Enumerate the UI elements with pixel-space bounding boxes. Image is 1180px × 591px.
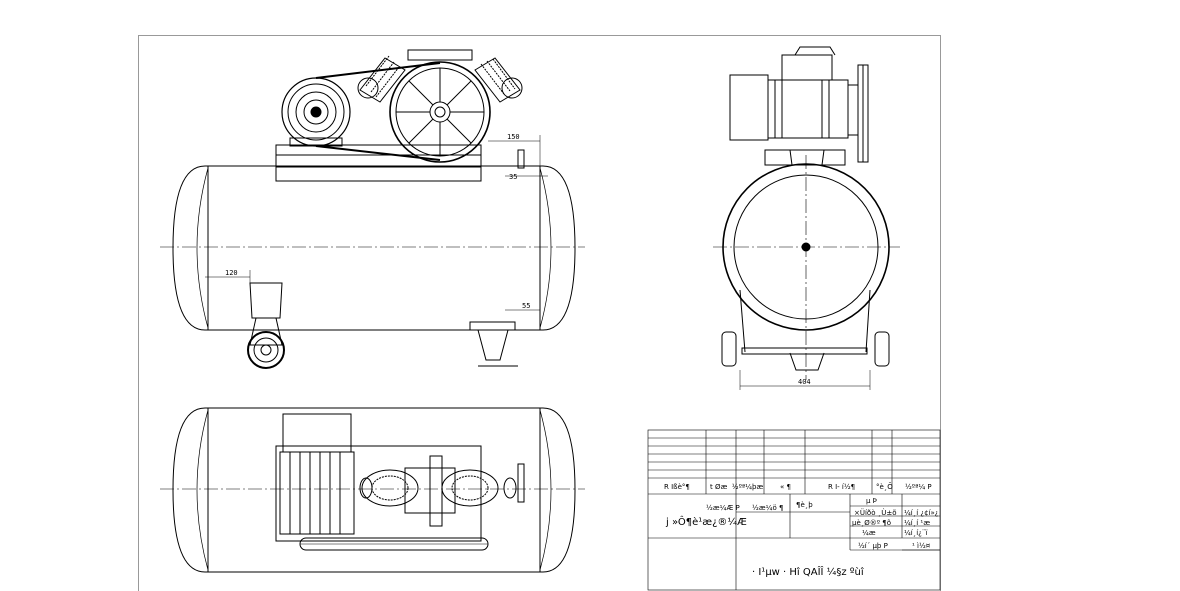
tb-r1c4: R I- í½¶ — [828, 483, 855, 491]
compressor-heads — [357, 49, 523, 103]
tb-r1c3: « ¶ — [780, 483, 791, 491]
motor-front — [281, 77, 351, 147]
dim-150: 150 — [507, 133, 520, 141]
tb-r1c6: ½ºª¼ P — [905, 483, 932, 491]
dim-35: 35 — [509, 173, 517, 181]
wheel-front — [247, 282, 285, 369]
front-dimensions — [205, 135, 548, 311]
tb-creator: ½æ¼Æ P — [706, 504, 740, 512]
tb-right-b1: ¼í¸í ¿¢í»¿ — [904, 509, 939, 517]
sheet-border — [138, 35, 941, 591]
tb-right-c2: ¹ ì½¤ — [912, 542, 931, 550]
tb-scale: ¶è¸þ — [796, 501, 813, 509]
tb-r1c5: °è¸Õ — [876, 482, 893, 491]
tb-right-c: ½í´ µþ P — [858, 542, 888, 550]
side-view — [713, 46, 900, 380]
tb-title: · I¹µw · Hî QAÎÎ ¼§z ºùî — [752, 565, 864, 578]
tb-right-a3: ¼æ — [862, 529, 876, 537]
title-block — [647, 429, 941, 591]
tb-stage: ½æ¼ö ¶ — [752, 504, 783, 512]
tb-part-name: j »Ô¶è¹æ¿®¼Æ — [665, 515, 747, 528]
side-dimensions — [739, 370, 871, 390]
front-view — [160, 49, 585, 369]
dim-120: 120 — [225, 269, 238, 277]
tb-right-b3: ¼í¸í¿¨ï — [904, 529, 927, 537]
tb-right-top: µ Þ — [866, 497, 877, 505]
tb-right-b2: ¼í¸í ¹æ — [904, 519, 930, 527]
tb-right-a2: µè¸Ø®º ¶õ — [852, 519, 891, 527]
flywheel-front — [389, 61, 491, 163]
dim-55: 55 — [522, 302, 530, 310]
tb-r1c2: t Øæ ½ºª¼þæ — [710, 483, 763, 491]
top-view — [160, 407, 585, 573]
tb-right-a1: ×Üíðò ¸Ù±õ — [854, 508, 897, 517]
dim-404: 404 — [798, 378, 811, 386]
tb-r1c1: R Ißè°¶ — [664, 483, 690, 491]
